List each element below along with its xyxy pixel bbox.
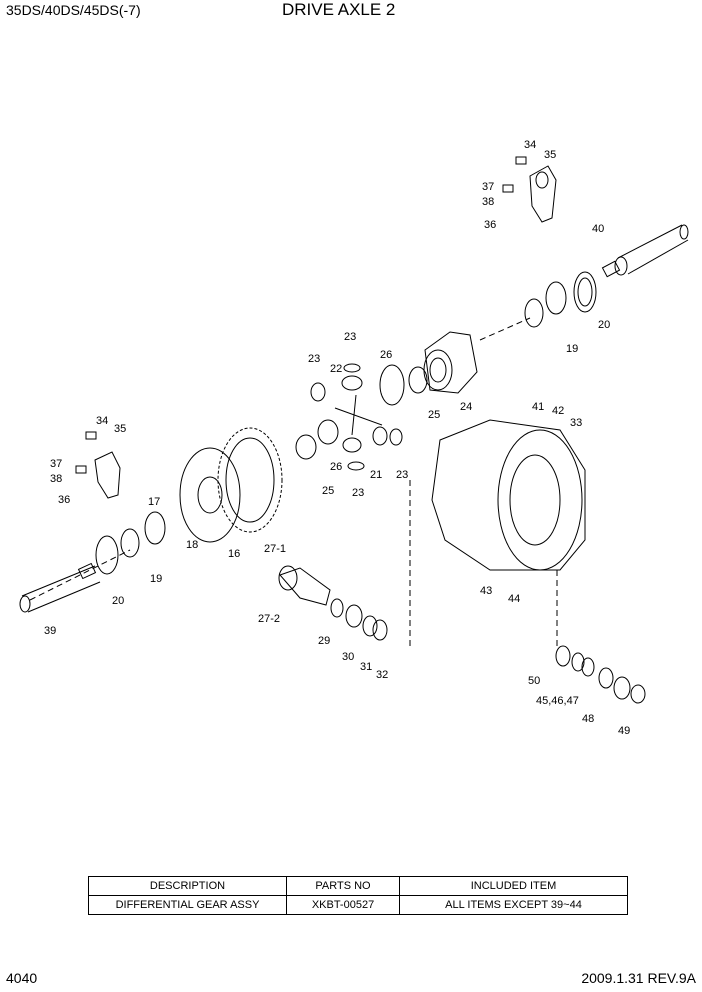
ring-gear	[217, 427, 283, 533]
table-cell: DIFFERENTIAL GEAR ASSY	[88, 895, 287, 915]
callout: 20	[112, 595, 124, 607]
callout: 41	[532, 401, 544, 413]
callout: 25	[322, 485, 334, 497]
callout: 36	[58, 494, 70, 506]
callout: 49	[618, 725, 630, 737]
callout: 27-2	[258, 613, 280, 625]
callout: 37	[482, 181, 494, 193]
callout: 22	[330, 363, 342, 375]
callout: 36	[484, 219, 496, 231]
callout: 35	[544, 149, 556, 161]
table-row: DIFFERENTIAL GEAR ASSY XKBT-00527 ALL IT…	[88, 895, 628, 915]
page-number: 4040	[6, 970, 38, 986]
differential-case	[408, 331, 478, 394]
callout: 16	[228, 548, 240, 560]
callout: 23	[308, 353, 320, 365]
drive-pinion	[278, 565, 388, 641]
callout: 17	[148, 496, 160, 508]
callout: 38	[482, 196, 494, 208]
callout: 30	[342, 651, 354, 663]
callout: 50	[528, 675, 540, 687]
callout: 27-1	[264, 543, 286, 555]
callout: 19	[566, 343, 578, 355]
column-header: INCLUDED ITEM	[399, 876, 628, 896]
callout: 31	[360, 661, 372, 673]
axle-housing	[431, 419, 586, 571]
callout: 39	[44, 625, 56, 637]
callout: 26	[330, 461, 342, 473]
differential-case-half	[179, 447, 241, 543]
bracket-right	[502, 156, 557, 223]
callout: 23	[344, 331, 356, 343]
callout: 24	[460, 401, 472, 413]
column-header: PARTS NO	[286, 876, 400, 896]
callout: 29	[318, 635, 330, 647]
model-heading: 35DS/40DS/45DS(-7)	[6, 2, 141, 18]
callout: 45,46,47	[536, 695, 579, 707]
revision-date: 2009.1.31 REV.9A	[581, 970, 696, 986]
table-header-row: DESCRIPTION PARTS NO INCLUDED ITEM	[88, 876, 628, 896]
callout: 18	[186, 539, 198, 551]
table-cell: XKBT-00527	[286, 895, 400, 915]
callout: 23	[352, 487, 364, 499]
ring-gear-nut-right	[573, 271, 597, 313]
parts-table: DESCRIPTION PARTS NO INCLUDED ITEM DIFFE…	[88, 876, 628, 915]
callout: 34	[524, 139, 536, 151]
callout: 33	[570, 417, 582, 429]
callout: 38	[50, 473, 62, 485]
column-header: DESCRIPTION	[88, 876, 287, 896]
bracket-left	[75, 431, 121, 499]
callout: 19	[150, 573, 162, 585]
page-title: DRIVE AXLE 2	[282, 0, 396, 19]
spider-gear-set	[295, 363, 405, 471]
callout: 42	[552, 405, 564, 417]
callout: 21	[370, 469, 382, 481]
callout: 32	[376, 669, 388, 681]
callout: 44	[508, 593, 520, 605]
callout: 37	[50, 458, 62, 470]
callout: 48	[582, 713, 594, 725]
pinion-yoke-parts	[555, 645, 646, 704]
callout: 35	[114, 423, 126, 435]
assembly-axis-lines	[29, 317, 558, 650]
callout-labels: 34 35 37 38 36 40 20 19 23 23 22 26 25 2…	[44, 139, 630, 737]
callout: 40	[592, 223, 604, 235]
callout: 26	[380, 349, 392, 361]
callout: 34	[96, 415, 108, 427]
callout: 20	[598, 319, 610, 331]
callout: 43	[480, 585, 492, 597]
axle-shaft-left	[19, 562, 101, 613]
callout: 23	[396, 469, 408, 481]
axle-shaft-right	[601, 224, 689, 278]
table-cell: ALL ITEMS EXCEPT 39~44	[399, 895, 628, 915]
callout: 25	[428, 409, 440, 421]
